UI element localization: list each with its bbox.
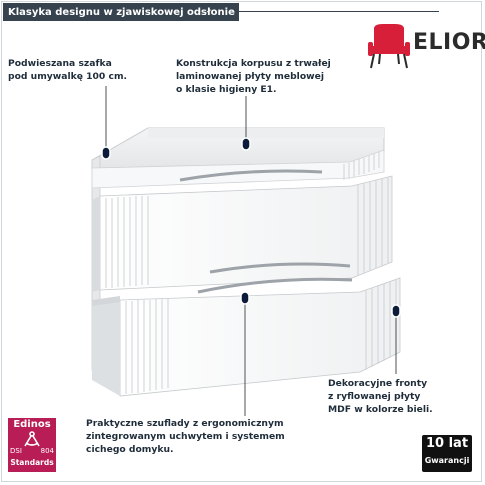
brand-name: ELIOR (413, 30, 485, 55)
annotation-carcass: Konstrukcja korpusu z trwałej laminowane… (176, 57, 331, 96)
compass-icon (24, 431, 40, 447)
header-title: Klasyka designu w zjawiskowej odsłonie (8, 6, 235, 18)
annotation-line: z ryflowanej płyty (328, 391, 421, 402)
annotation-line: zintegrowanym uchwytem i systemem (86, 431, 285, 442)
warranty-years: 10 lat (425, 436, 469, 451)
annotation-line: pod umywalkę 100 cm. (8, 71, 128, 82)
annotation-line: cichego domyku. (86, 444, 174, 455)
annotation-line: laminowanej płyty meblowej (176, 71, 324, 82)
annotation-line: Praktyczne szuflady z ergonomicznym (86, 418, 284, 429)
annotation-hanging-cabinet: Podwieszana szafka pod umywalkę 100 cm. (8, 57, 127, 83)
armchair-icon (368, 24, 410, 69)
annotation-line: Dekoracyjne fronty (328, 378, 428, 389)
annotation-line: Podwieszana szafka (8, 58, 112, 69)
annotation-line: Konstrukcja korpusu z trwałej (176, 58, 331, 69)
annotation-line: MDF w kolorze bieli. (328, 404, 433, 415)
badge-dsi: DSI (10, 447, 22, 455)
header-rule (239, 11, 439, 12)
annotation-fronts: Dekoracyjne fronty z ryflowanej płyty MD… (328, 377, 433, 416)
annotation-line: o klasie higieny E1. (176, 84, 277, 95)
annotation-drawers: Praktyczne szuflady z ergonomicznym zint… (86, 417, 285, 456)
badge-standards: Standards (10, 458, 54, 467)
badge-number: 804 (40, 447, 54, 455)
badge-title: Edinos (13, 419, 51, 430)
header-banner: Klasyka designu w zjawiskowej odsłonie (3, 3, 239, 21)
warranty-badge: 10 lat Gwarancji (422, 435, 472, 472)
warranty-label: Gwarancji (424, 456, 470, 465)
edinos-standards-badge: Edinos DSI 804 Standards (8, 418, 56, 472)
